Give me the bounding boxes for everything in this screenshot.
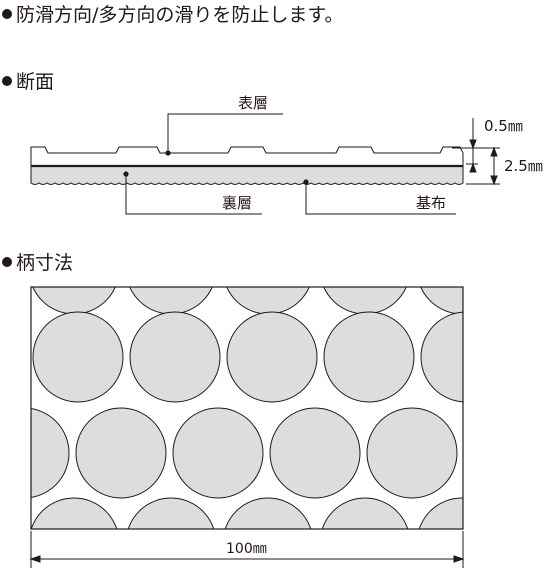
back-layer-shape: [30, 165, 464, 185]
total-thickness-label: 2.5㎜: [504, 157, 543, 175]
back-layer-marker: [123, 171, 129, 177]
pattern-circle: [420, 287, 463, 315]
base-fabric-marker: [303, 179, 309, 185]
pattern-size-title: 柄寸法: [16, 252, 74, 274]
base-fabric-leader: [305, 182, 456, 215]
cross-section-heading: 断面: [2, 70, 54, 94]
surface-layer-shape: [30, 146, 464, 167]
top-thickness-label: 0.5㎜: [484, 117, 523, 135]
surface-layer-leader: [167, 113, 283, 153]
pattern-width-dimension: [29, 531, 465, 568]
base-fabric-label: 基布: [416, 194, 447, 212]
pattern-circle: [31, 497, 118, 529]
back-layer-label: 裏層: [222, 194, 253, 212]
pattern-circles: [0, 287, 554, 529]
pattern-circle: [31, 408, 70, 498]
bullet-icon: [2, 257, 12, 267]
pattern-circle: [172, 407, 264, 499]
pattern-circle: [127, 497, 215, 529]
pattern-circle: [366, 407, 458, 499]
pattern-circle: [226, 311, 318, 403]
cross-section-title: 断面: [16, 71, 55, 93]
pattern-circle: [418, 497, 463, 529]
pattern-width-label: 100㎜: [224, 540, 269, 558]
feature-description-text: 防滑方向/多方向の滑りを防止します。: [16, 4, 344, 26]
thickness-dimension: [452, 118, 500, 186]
pattern-circle: [32, 311, 124, 403]
feature-description: 防滑方向/多方向の滑りを防止します。: [2, 3, 344, 27]
pattern-size-heading: 柄寸法: [2, 251, 73, 275]
surface-layer-marker: [165, 150, 171, 156]
bullet-icon: [2, 9, 12, 19]
pattern-circle: [323, 287, 407, 315]
surface-layer-label: 表層: [238, 94, 269, 112]
pattern-circle: [420, 311, 463, 403]
pattern-circle: [75, 407, 167, 499]
pattern-circle: [323, 311, 415, 403]
pattern-circle: [321, 497, 409, 529]
bullet-icon: [2, 76, 12, 86]
pattern-circle: [464, 408, 554, 498]
pattern-circle: [269, 407, 361, 499]
back-layer-leader: [125, 174, 262, 215]
pattern-circle: [0, 312, 26, 402]
pattern-circle: [129, 287, 213, 315]
pattern-circle: [226, 287, 310, 315]
pattern-circle: [224, 497, 312, 529]
pattern-circle: [129, 311, 221, 403]
pattern-circle: [32, 287, 116, 315]
